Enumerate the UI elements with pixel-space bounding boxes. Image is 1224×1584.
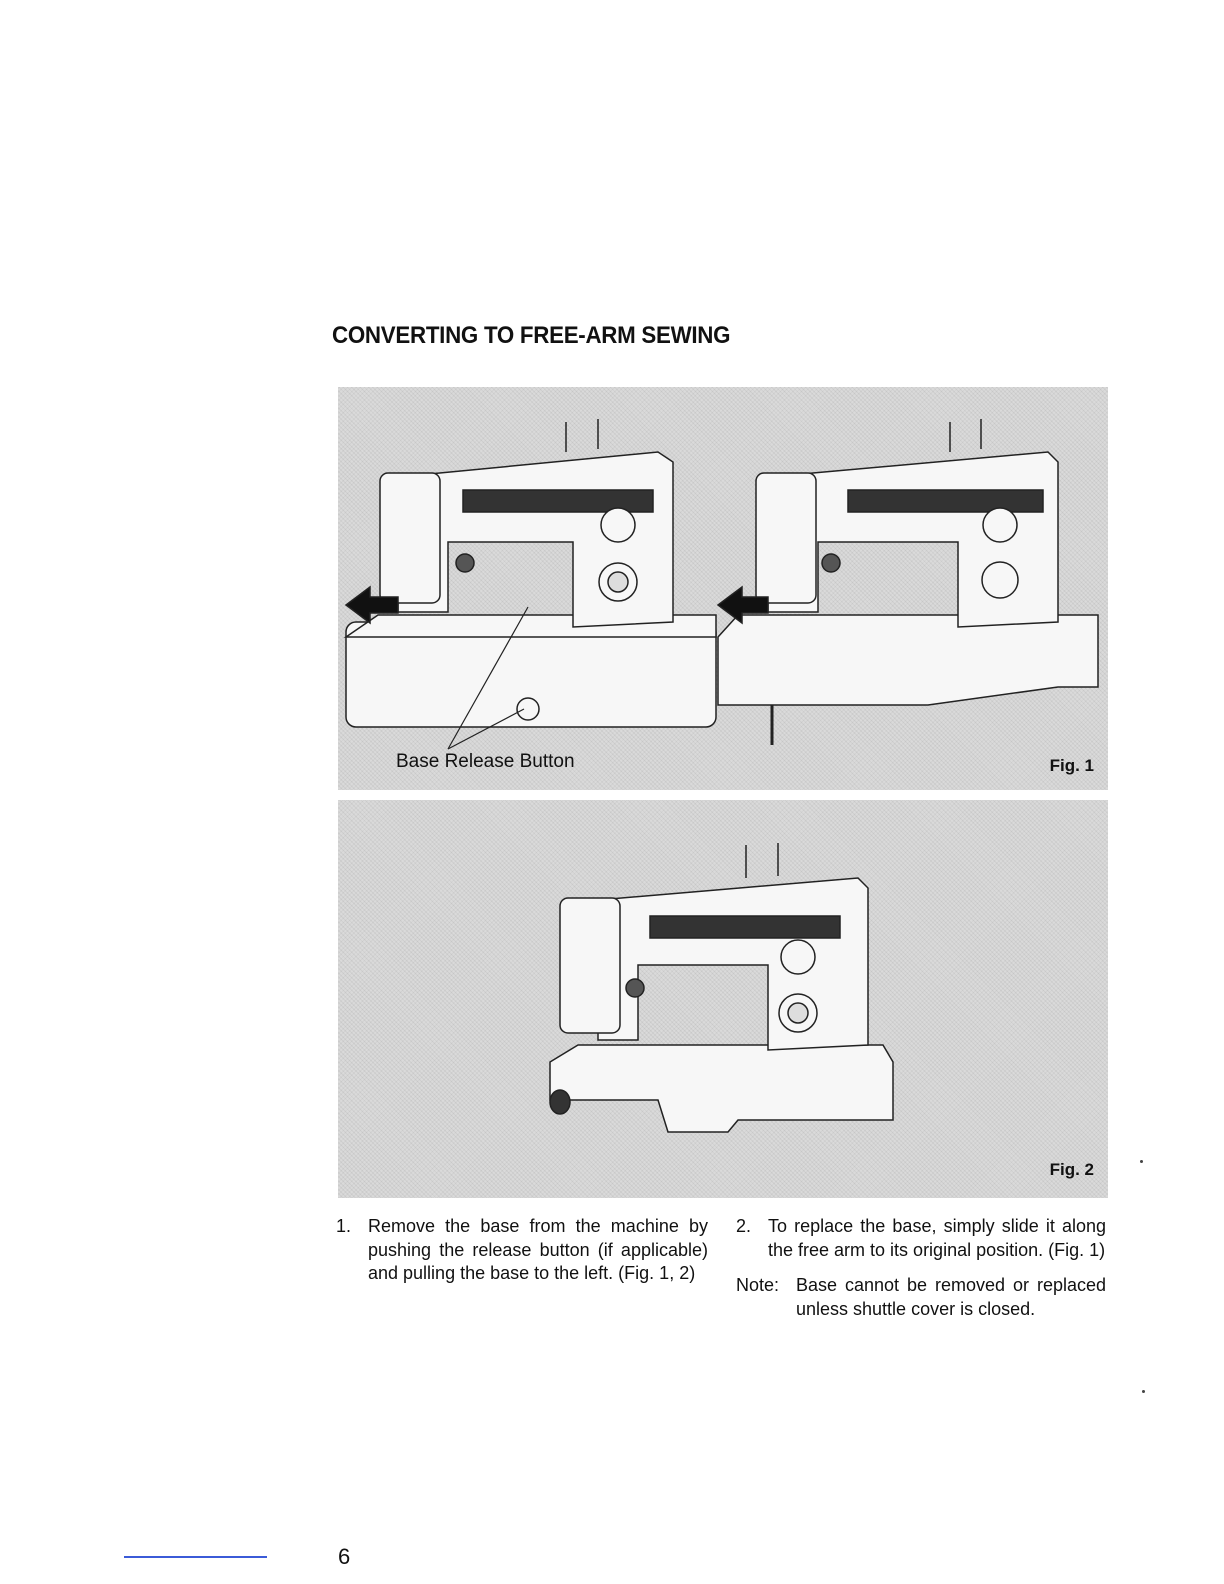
knob (455, 553, 475, 573)
instructions-left-column: 1. Remove the base from the machine by p… (336, 1215, 708, 1286)
note: Note: Base cannot be removed or replaced… (736, 1274, 1106, 1321)
dial-inner (787, 1002, 809, 1024)
step-text: Remove the base from the machine by push… (368, 1216, 708, 1283)
dial (982, 507, 1018, 543)
arrow-left-icon (716, 585, 769, 625)
scan-speck (1140, 1160, 1143, 1163)
figure-label: Fig. 2 (1049, 1160, 1094, 1179)
dial (981, 561, 1019, 599)
step-text: To replace the base, simply slide it alo… (768, 1216, 1106, 1260)
machine-head (559, 897, 621, 1034)
page-number: 6 (338, 1544, 351, 1569)
machine-base (717, 614, 1099, 706)
arrow-left-icon (344, 585, 399, 625)
callout-base-release-button: Base Release Button (396, 751, 575, 772)
machine-panel (462, 489, 654, 513)
machine-head (379, 472, 441, 604)
dial-inner (607, 571, 629, 593)
dial (780, 939, 816, 975)
step-number: 1. (336, 1216, 352, 1236)
sewing-machine-illustrations (343, 419, 1099, 750)
knob (625, 978, 645, 998)
knob (821, 553, 841, 573)
step-number: 2. (736, 1216, 752, 1236)
machine-head (755, 472, 817, 604)
note-text: Base cannot be removed or replaced unles… (796, 1275, 1106, 1319)
figure-2: Fig. 2 (338, 800, 1108, 1198)
footer-rule (124, 1556, 267, 1558)
dial (600, 507, 636, 543)
machine-panel (847, 489, 1044, 513)
base-release-button (516, 697, 540, 721)
instruction-step-1: 1. Remove the base from the machine by p… (336, 1215, 708, 1286)
machine-free-arm-base (549, 1044, 894, 1133)
machine-body (597, 877, 869, 1051)
instruction-step-2: 2. To replace the base, simply slide it … (736, 1215, 1106, 1262)
page-title: CONVERTING TO FREE-ARM SEWING (332, 322, 731, 349)
note-label: Note: (736, 1275, 780, 1295)
machine-panel (649, 915, 841, 939)
scan-speck (1142, 1390, 1145, 1393)
sewing-machine-free-arm-illustration (549, 843, 894, 1133)
figure-1: Base Release Button Fig. 1 (338, 387, 1108, 790)
instructions-right-column: 2. To replace the base, simply slide it … (736, 1215, 1106, 1321)
figure-label: Fig. 1 (1049, 756, 1094, 775)
